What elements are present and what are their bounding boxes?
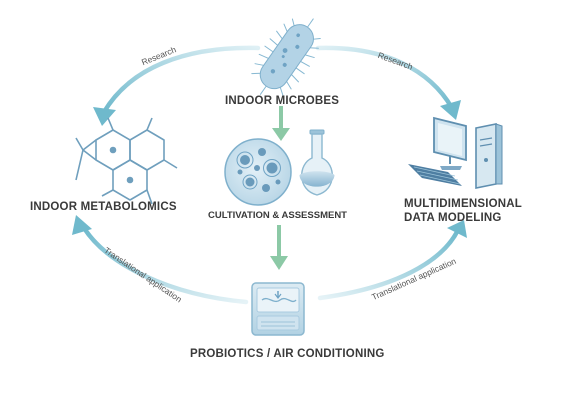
node-indoor-microbes: INDOOR MICROBES bbox=[225, 95, 340, 107]
arrow-translational-right bbox=[317, 220, 467, 301]
arrow-research-right bbox=[315, 45, 461, 120]
node-cultivation-assessment: CULTIVATION & ASSESSMENT bbox=[208, 210, 347, 221]
molecule-structure-icon bbox=[75, 117, 178, 205]
node-probiotics-air-conditioning: PROBIOTICS / AIR CONDITIONING bbox=[190, 348, 385, 360]
arrow-microbes-to-cultivation bbox=[272, 106, 290, 141]
bacterium-icon bbox=[251, 18, 321, 96]
petri-dish-icon bbox=[224, 138, 292, 206]
node-modeling-line2: DATA MODELING bbox=[404, 212, 502, 224]
arrow-cultivation-to-probiotics bbox=[270, 225, 288, 270]
air-conditioner-icon bbox=[251, 282, 305, 336]
flask-icon bbox=[299, 129, 335, 196]
arrow-research-left bbox=[93, 45, 261, 126]
computer-icon bbox=[408, 116, 503, 189]
arrow-translational-left bbox=[72, 215, 249, 305]
node-indoor-metabolomics: INDOOR METABOLOMICS bbox=[30, 201, 177, 213]
node-modeling-line1: MULTIDIMENSIONAL bbox=[404, 198, 522, 210]
